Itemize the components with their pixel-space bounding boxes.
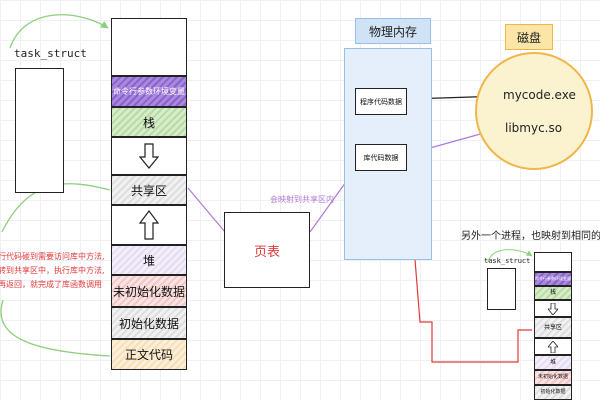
note-line-2: 转到共享区中，执行库中方法, xyxy=(0,266,105,275)
small-arrow-up-icon xyxy=(548,340,558,353)
small-segment-heap: 堆 xyxy=(534,355,572,370)
map-note: 会映射到共享区内 xyxy=(270,195,334,204)
right-task-struct-box xyxy=(487,268,516,310)
disk-file-exe: mycode.exe xyxy=(503,88,576,102)
disk-title-box: 磁盘 xyxy=(505,24,553,50)
small-arrow-down-icon xyxy=(548,302,558,315)
arrow-down-icon xyxy=(139,143,159,169)
program-code-box: 程序代码数据 xyxy=(355,88,407,115)
segment-shared: 共享区 xyxy=(111,175,187,205)
small-segment-shared: 共享区 xyxy=(534,317,572,338)
page-table-label: 页表 xyxy=(253,244,280,260)
segment-heap-growth xyxy=(111,205,187,245)
small-segment-bss: 未初始化数据 xyxy=(534,370,572,385)
left-task-struct-box xyxy=(15,68,64,193)
right-task-arrow xyxy=(487,249,533,263)
segment-empty-top xyxy=(111,18,187,76)
program-code-label: 程序代码数据 xyxy=(360,97,402,106)
segment-bss: 未初始化数据 xyxy=(111,275,187,307)
other-process-to-lib-arrow xyxy=(404,171,532,363)
segment-stack: 栈 xyxy=(111,107,187,137)
segment-env-args: 命令行参数环境变量 xyxy=(111,76,187,107)
small-segment-empty-top xyxy=(534,252,572,272)
segment-data: 初始化数据 xyxy=(111,307,187,339)
small-segment-env-args: 命令行参数环境变量 xyxy=(534,272,572,286)
disk-file-so: libmyc.so xyxy=(505,121,563,135)
segment-heap: 堆 xyxy=(111,245,187,275)
shared-to-pagetable-line xyxy=(187,187,226,233)
physical-memory-title-box: 物理内存 xyxy=(355,18,431,44)
lib-code-box: 库代码数据 xyxy=(355,144,407,171)
small-segment-data: 初始化数据 xyxy=(534,385,572,400)
disk-circle xyxy=(475,52,593,170)
small-segment-stack-growth xyxy=(534,300,572,317)
other-process-note: 另外一个进程，也映射到相同的地 xyxy=(461,231,600,242)
right-task-struct-label: task_struct xyxy=(484,257,531,265)
small-segment-heap-growth xyxy=(534,338,572,355)
small-segment-stack: 栈 xyxy=(534,286,572,300)
page-table-box: 页表 xyxy=(224,212,310,288)
note-line-3: 再返回，就完成了库函数调用 xyxy=(0,280,102,289)
library-call-note: 行代码碰到需要访问库中方法, 转到共享区中，执行库中方法, 再返回，就完成了库函… xyxy=(0,250,110,292)
segment-stack-growth xyxy=(111,137,187,175)
left-task-struct-label: task_struct xyxy=(14,47,87,60)
disk-title: 磁盘 xyxy=(516,30,541,45)
segment-text: 正文代码 xyxy=(111,339,187,370)
task-to-space-arrow xyxy=(9,14,109,49)
physical-memory-title: 物理内存 xyxy=(368,24,417,39)
note-line-1: 行代码碰到需要访问库中方法, xyxy=(0,252,105,261)
lib-code-label: 库代码数据 xyxy=(363,153,399,162)
note-to-text-curve xyxy=(0,299,111,357)
arrow-up-icon xyxy=(139,210,159,240)
